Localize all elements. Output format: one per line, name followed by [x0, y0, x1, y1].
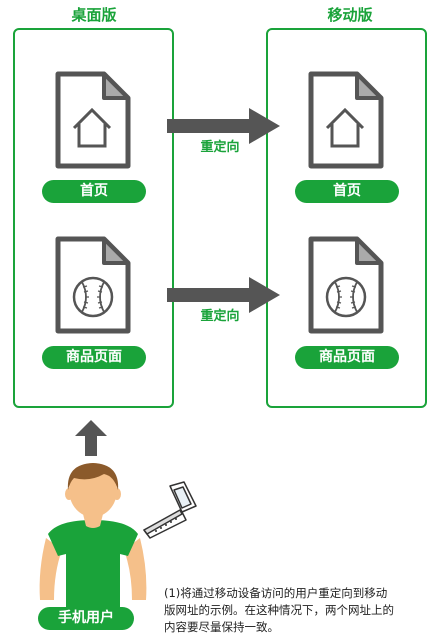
up-arrow-icon: [75, 420, 107, 456]
redirect-arrow-home: [167, 108, 280, 144]
caption-line-3: 内容要尽量保持一致。: [164, 620, 279, 634]
mobile-user-label: 手机用户: [38, 607, 134, 630]
redirect-label-product: 重定向: [200, 309, 240, 324]
mobile-title: 移动版: [327, 6, 373, 24]
desktop-product-button[interactable]: 商品页面: [42, 346, 146, 369]
mobile-home-button[interactable]: 首页: [295, 180, 399, 203]
desktop-title: 桌面版: [71, 6, 117, 24]
redirect-label-home: 重定向: [200, 140, 240, 155]
flip-phone-icon: [143, 481, 197, 539]
home-document-icon: [308, 71, 384, 169]
caption-line-2: 版网址的示例。在这种情况下，两个网址上的: [164, 603, 394, 617]
desktop-panel: 首页 商品页面: [13, 28, 174, 408]
mobile-panel: 首页 商品页面: [266, 28, 427, 408]
baseball-document-icon: [308, 236, 384, 334]
redirect-arrow-product: [167, 277, 280, 313]
baseball-document-icon: [55, 236, 131, 334]
desktop-home-button[interactable]: 首页: [42, 180, 146, 203]
caption-line-1: (1)将通过移动设备访问的用户重定向到移动: [164, 586, 388, 600]
home-document-icon: [55, 71, 131, 169]
mobile-user-figure: [39, 463, 147, 610]
mobile-product-button[interactable]: 商品页面: [295, 346, 399, 369]
figure-caption: (1)将通过移动设备访问的用户重定向到移动 版网址的示例。在这种情况下，两个网址…: [164, 585, 434, 636]
